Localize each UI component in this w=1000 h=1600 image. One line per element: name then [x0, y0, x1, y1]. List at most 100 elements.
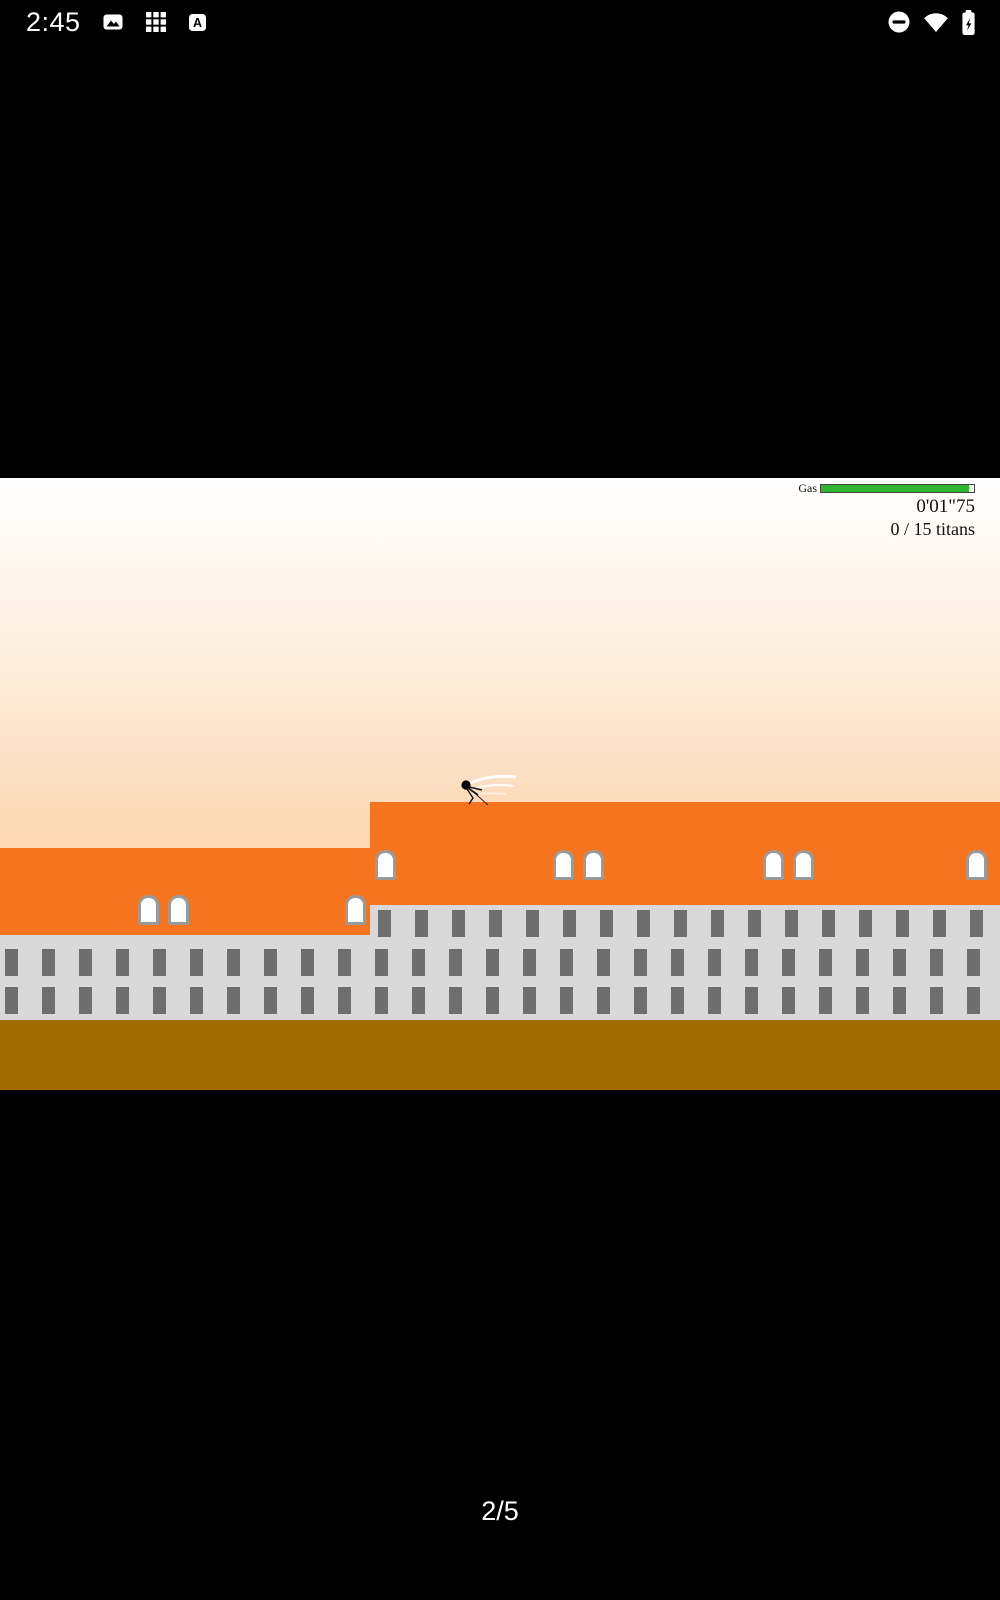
status-bar-right [887, 9, 976, 36]
facade-window [893, 949, 906, 976]
facade-window [338, 987, 351, 1014]
facade-window [449, 987, 462, 1014]
facade-window [116, 949, 129, 976]
roof-window [168, 895, 189, 925]
building-right-roof [370, 802, 1000, 905]
facade-window [190, 949, 203, 976]
facade-window [153, 949, 166, 976]
facade-window [116, 987, 129, 1014]
status-bar-left: 2:45 A [26, 0, 207, 44]
facade-window [5, 949, 18, 976]
game-screenshot[interactable]: Gas 0'01"75 0 / 15 titans [0, 478, 1000, 1090]
facade-window [822, 910, 835, 937]
gas-row: Gas [798, 482, 975, 494]
roof-window [966, 850, 987, 880]
facade-window [523, 949, 536, 976]
player-character [440, 771, 520, 815]
letterbox-top [0, 44, 1000, 478]
facade-window [674, 910, 687, 937]
page-indicator: 2/5 [481, 1496, 519, 1526]
letterbox-bottom: 2/5 [0, 1090, 1000, 1600]
roof-window [583, 850, 604, 880]
facade-window [301, 987, 314, 1014]
facade-window [301, 949, 314, 976]
facade-window [489, 910, 502, 937]
facade-window [782, 987, 795, 1014]
facade-window [42, 949, 55, 976]
titans-counter: 0 / 15 titans [890, 519, 976, 539]
roof-window [553, 850, 574, 880]
letter-a-notification-icon: A [188, 13, 207, 32]
facade-window [79, 987, 92, 1014]
facade-window [412, 949, 425, 976]
do-not-disturb-icon [887, 10, 911, 34]
roof-window [793, 850, 814, 880]
facade-window [486, 987, 499, 1014]
facade-window [563, 910, 576, 937]
facade-window [190, 987, 203, 1014]
facade-window [711, 910, 724, 937]
facade-window [782, 949, 795, 976]
grid-notification-icon [145, 11, 167, 33]
facade-window [896, 910, 909, 937]
facade-window [708, 949, 721, 976]
facade-window [597, 949, 610, 976]
facade-window [933, 910, 946, 937]
facade-window [745, 949, 758, 976]
roof-window [375, 850, 396, 880]
facade-window [967, 949, 980, 976]
facade-window [378, 910, 391, 937]
facade-window [523, 987, 536, 1014]
svg-text:A: A [193, 16, 202, 30]
timer-text: 0'01"75 [916, 496, 975, 517]
facade-window [708, 987, 721, 1014]
facade-window [42, 987, 55, 1014]
roof-window [138, 895, 159, 925]
game-hud: Gas 0'01"75 0 / 15 titans [798, 482, 975, 539]
roof-window [345, 895, 366, 925]
facade-window [375, 949, 388, 976]
facade-window [671, 987, 684, 1014]
facade-window [153, 987, 166, 1014]
facade-window [560, 949, 573, 976]
facade-window [634, 987, 647, 1014]
facade-window [967, 987, 980, 1014]
facade-window [785, 910, 798, 937]
gas-label: Gas [798, 481, 817, 495]
facade-window [452, 910, 465, 937]
facade-window [264, 987, 277, 1014]
facade-window [600, 910, 613, 937]
facade-window [856, 949, 869, 976]
facade-window [745, 987, 758, 1014]
roof-window [763, 850, 784, 880]
facade-window [375, 987, 388, 1014]
battery-charging-icon [961, 9, 976, 36]
facade-window [415, 910, 428, 937]
facade-window [560, 987, 573, 1014]
facade-window [634, 949, 647, 976]
gas-bar-fill [821, 484, 970, 492]
facade-window [893, 987, 906, 1014]
windows-layer [0, 478, 1000, 1090]
facade-window [930, 987, 943, 1014]
facade-window [264, 949, 277, 976]
photo-notification-icon [102, 11, 124, 33]
facade-window [412, 987, 425, 1014]
ground [0, 1020, 1000, 1090]
facade-window [637, 910, 650, 937]
facade-window [748, 910, 761, 937]
facade-window [338, 949, 351, 976]
facade-window [227, 949, 240, 976]
facade-window [819, 987, 832, 1014]
facade-window [597, 987, 610, 1014]
facade-window [486, 949, 499, 976]
facade-window [970, 910, 983, 937]
facade-window [227, 987, 240, 1014]
gas-bar [820, 483, 975, 493]
facade-window [5, 987, 18, 1014]
facade-window [526, 910, 539, 937]
facade-window [819, 949, 832, 976]
wifi-icon [923, 12, 949, 33]
status-bar[interactable]: 2:45 A [0, 0, 1000, 44]
facade-window [449, 949, 462, 976]
